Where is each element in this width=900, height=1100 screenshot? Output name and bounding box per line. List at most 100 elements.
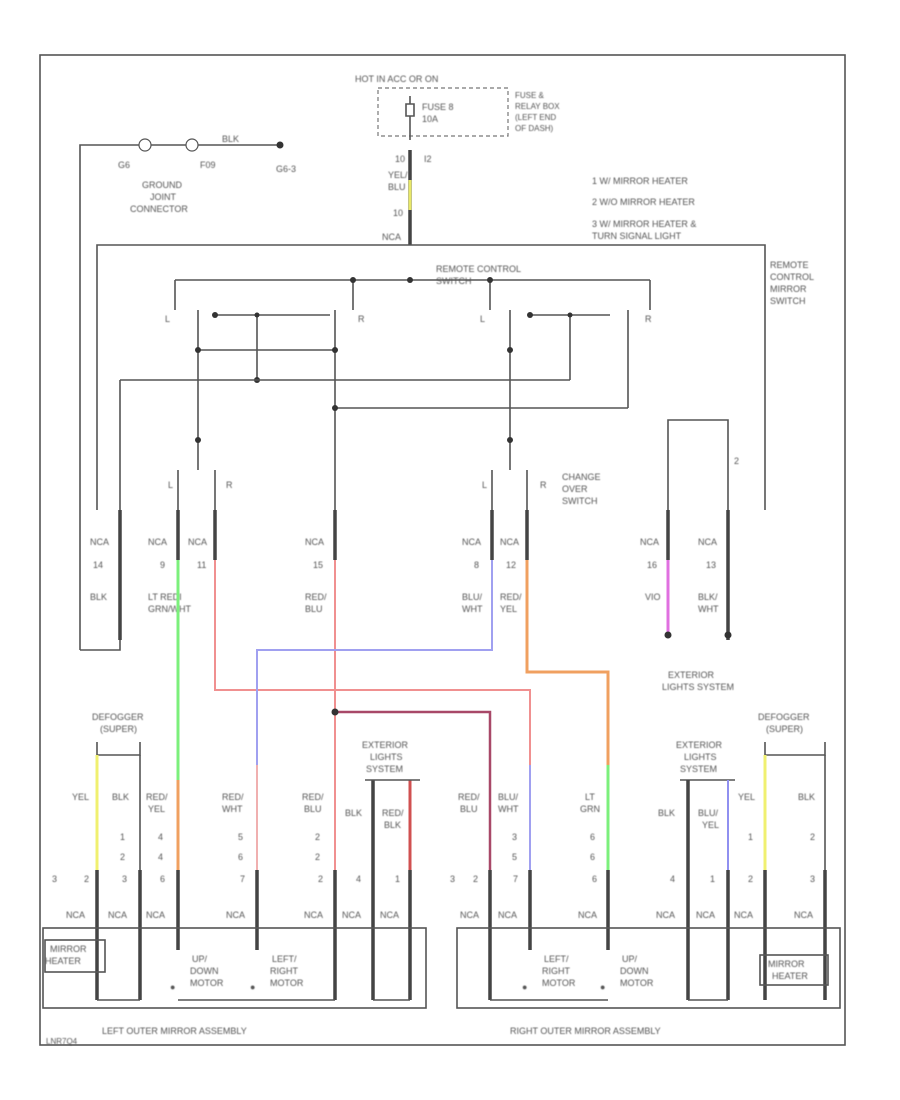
ground-connector-label-2: JOINT [150,192,177,202]
term-row-2: 2 [84,874,89,884]
right-mirror-heater-box [759,954,829,986]
left-selector-contacts [197,310,336,560]
ground-label-g2: F09 [200,160,216,170]
lower-label-10a: LT [585,792,595,802]
power-source-label: HOT IN ACC OR ON [355,74,438,84]
diagram-border [39,54,846,1046]
left-selector-node-2 [254,312,260,318]
lower-label-11: BLK [658,808,675,818]
junction-ext-2 [724,631,732,639]
nca-conn-2: NCA [148,537,167,547]
lower-label-1: YEL [72,792,89,802]
lower-nca-9: NCA [498,910,517,920]
junction-ext-1 [664,631,672,639]
remote-power-junction [407,277,413,283]
lower-label-12b: YEL [702,820,719,830]
pin-num-left-2: 2 [315,832,320,842]
term-row-7: 4 [356,874,361,884]
nca-color-5a: BLU/ [462,592,483,602]
ext-lights-right-label-1: EXTERIOR [676,740,723,750]
nca-color-2b: GRN/WHT [148,604,191,614]
lower-label-3b: YEL [148,804,165,814]
lower-nca-4: NCA [226,910,245,920]
pin-num-row2-2: 2 [120,852,125,862]
left-updown-motor-icon: ● [170,982,175,992]
lower-wires: YEL BLK RED/ YEL RED/ WHT RED/ BLU BLK R… [52,755,827,1000]
pin-num-row2-2b: 2 [315,852,320,862]
fuse-box-label-2: RELAY BOX [515,102,560,111]
fuse-pin-right: I2 [424,154,432,164]
term-row-6: 2 [318,874,323,884]
lower-label-10b: GRN [580,804,600,814]
nca-conn-1: NCA [90,537,109,547]
ground-point [276,141,284,149]
nca-pin-6: 12 [506,560,516,570]
footer-code: LNR7Q4 [46,1037,78,1046]
pin-num-right-1: 1 [748,832,753,842]
defogger-right-label-1: DEFOGGER [758,712,810,722]
lower-label-4b: WHT [222,804,243,814]
fuse-label: FUSE 8 [422,102,454,112]
right-updown-label-1: UP/ [622,954,638,964]
fuse-box-label-1: FUSE & [515,91,545,100]
remote-mirror-switch-label-4: SWITCH [770,296,806,306]
pin-num-left-1: 1 [120,832,125,842]
left-selector-node-4 [332,347,338,353]
nca-pin-4: 15 [313,560,323,570]
fuse-symbol [405,96,415,140]
pin-num-right-6b: 6 [590,852,595,862]
left-mirror-heater-label-1: MIRROR [50,944,87,954]
pin-num-left-4: 4 [158,832,163,842]
defogger-left-label-1: DEFOGGER [92,712,144,722]
right-selector-node-4 [507,347,513,353]
right-assembly-box [456,927,841,1009]
pin-num-row2-4: 4 [158,852,163,862]
ext-lights-left-label-1: EXTERIOR [362,740,409,750]
term-row-3: 3 [122,874,127,884]
ground-wire-color: BLK [222,134,239,144]
nca-pin-5: 8 [474,560,479,570]
pin-num-left-5: 5 [238,832,243,842]
nca-color-6a: RED/ [500,592,522,602]
lower-label-5b: BLU [304,804,322,814]
lower-nca-12: NCA [696,910,715,920]
fuse-box-outline [377,87,509,137]
lower-nca-13: NCA [734,910,753,920]
remote-mirror-switch-label-1: REMOTE [770,260,809,270]
left-mirror-heater-label-2: HEATER [45,956,81,966]
term-row-14: 1 [710,874,715,884]
ext-lights-left-label-3: SYSTEM [366,764,403,774]
pin-num-right-5: 5 [512,852,517,862]
ground-wire [79,144,280,650]
ground-label-g1: G6 [118,160,130,170]
nca-color-2a: LT REDI [148,592,182,602]
left-selector-node-1 [212,312,218,318]
lower-label-9a: BLU/ [498,792,519,802]
lower-label-12a: BLU/ [698,808,719,818]
changeover-label-3: SWITCH [562,496,598,506]
nca-pin-3: 11 [197,560,206,570]
lower-label-9b: WHT [498,804,519,814]
lower-label-2: BLK [112,792,129,802]
remote-control-switch: REMOTE CONTROL MIRROR SWITCH REMOTE CONT… [96,244,814,560]
nca-connectors: NCA 14 BLK NCA 9 LT REDI GRN/WHT NCA 11 … [80,510,734,692]
lower-label-4a: RED/ [222,792,244,802]
remote-junction-2 [487,277,493,283]
remote-switch-label-1: REMOTE CONTROL [436,264,521,274]
changeover-label-2: OVER [562,484,588,494]
term-row-5: 7 [240,874,245,884]
power-feed: HOT IN ACC OR ON FUSE 8 10A FUSE & RELAY… [355,74,560,245]
term-row-10: 2 [473,874,478,884]
changeover-right-r: R [540,480,547,490]
wire-blue-white [256,560,493,765]
ground-connector-label-3: CONNECTOR [130,204,188,214]
left-leftright-label-2: RIGHT [270,966,299,976]
nca-conn-5: NCA [462,537,481,547]
pin-num-row2-6: 6 [238,852,243,862]
lower-label-6: BLK [345,808,362,818]
fuse-amp-label: 10A [422,114,438,124]
left-leftright-label-1: LEFT/ [272,954,297,964]
ground-label-g3: G6-3 [276,164,296,174]
lower-labels: DEFOGGER (SUPER) DEFOGGER (SUPER) EXTERI… [92,712,826,774]
remote-mirror-switch-label-2: CONTROL [770,272,814,282]
